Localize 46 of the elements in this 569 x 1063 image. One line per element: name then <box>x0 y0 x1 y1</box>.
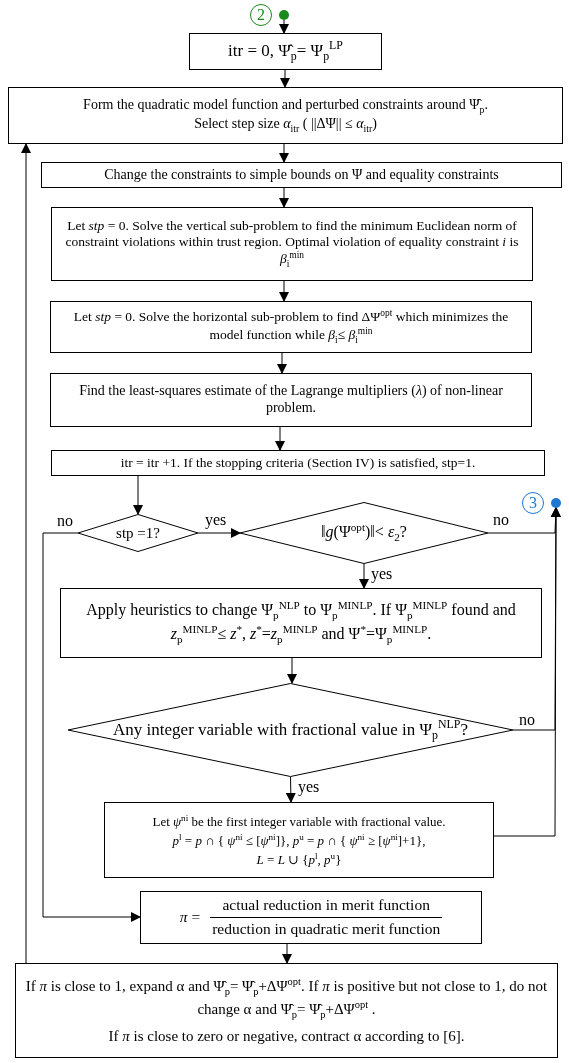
process-box <box>8 87 563 144</box>
arrow <box>287 657 297 684</box>
process-box <box>104 802 494 878</box>
process-box <box>50 373 532 427</box>
arrow <box>42 532 141 922</box>
arrow <box>280 69 290 88</box>
arrow <box>279 19 289 34</box>
process-box <box>51 207 533 281</box>
step-text: Find the least-squares estimate of the Lagrange multipliers (λ) of non-linear problem. <box>79 383 503 415</box>
step-text: Let ψ$^{ni}$ be the first integer variable with fractional value. <box>152 814 446 829</box>
process-box <box>41 162 562 188</box>
decision-text: stp =1? <box>116 525 160 541</box>
process-box <box>60 588 542 658</box>
step-text: Select step size α$_{itr}$ ( ||ΔΨ|| ≤ α$_{itr}$) <box>194 115 377 131</box>
process-box <box>51 450 545 476</box>
arrow <box>275 426 285 451</box>
step-text: Apply heuristics to change Ψ$_{p}$$^{NLP}$ to Ψ$_{p}$$^{MINLP}$. If Ψ$_{p}$$^{MINLP}$ found and z$_{p}$$^{MINLP}$≤ z$^{*}$, z$^{*}$=z$_{p}$$^{MINLP}$ and Ψ$^{*}$=Ψ$_{p}$$^{MINLP}$. <box>86 601 516 643</box>
formula-text: π = <box>179 908 201 927</box>
process-box <box>15 963 558 1058</box>
process-box <box>50 301 532 353</box>
step-text: itr = itr +1. If the stopping criteria (Section IV) is satisfied, stp=1. <box>120 454 476 470</box>
arrow <box>277 352 287 374</box>
decision-diamond <box>78 514 198 552</box>
arrow <box>21 143 31 964</box>
step-text: Change the constraints to simple bounds on Ψ and equality constraints <box>104 166 499 182</box>
numerator-text: actual reduction in merit function <box>222 896 430 914</box>
arrow <box>493 507 561 837</box>
decision-diamond <box>68 683 513 777</box>
arrow <box>133 475 143 515</box>
decision-diamond <box>240 502 488 564</box>
step-text: p$^{l}$ = p ∩ { ψ$^{ni}$ ≤ [ψ$^{ni}$]}, p$^{u}$ = p ∩ { ψ$^{ni}$ ≥ [ψ$^{ni}$]+1}, <box>172 832 426 848</box>
process-box <box>140 891 482 944</box>
arrow <box>279 187 289 208</box>
arrow <box>279 143 289 163</box>
arrow <box>359 563 369 589</box>
arrow <box>285 776 296 803</box>
arrow <box>279 280 289 302</box>
process-box <box>189 33 382 70</box>
decision-text: ‖g(Ψ$^{opt}$)‖< ε$_{2}$? <box>321 523 407 541</box>
denominator-text: reduction in quadratic merit function <box>212 920 441 937</box>
step-text: L = L ∪ {p$^{l}$, p$^{u}$} <box>256 851 342 867</box>
connector-number: 2 <box>257 5 265 25</box>
arrow <box>282 943 292 964</box>
arrow <box>197 528 241 538</box>
connector-number: 3 <box>529 493 537 513</box>
step-text: If π is close to zero or negative, contract α according to [6]. <box>108 1028 465 1045</box>
